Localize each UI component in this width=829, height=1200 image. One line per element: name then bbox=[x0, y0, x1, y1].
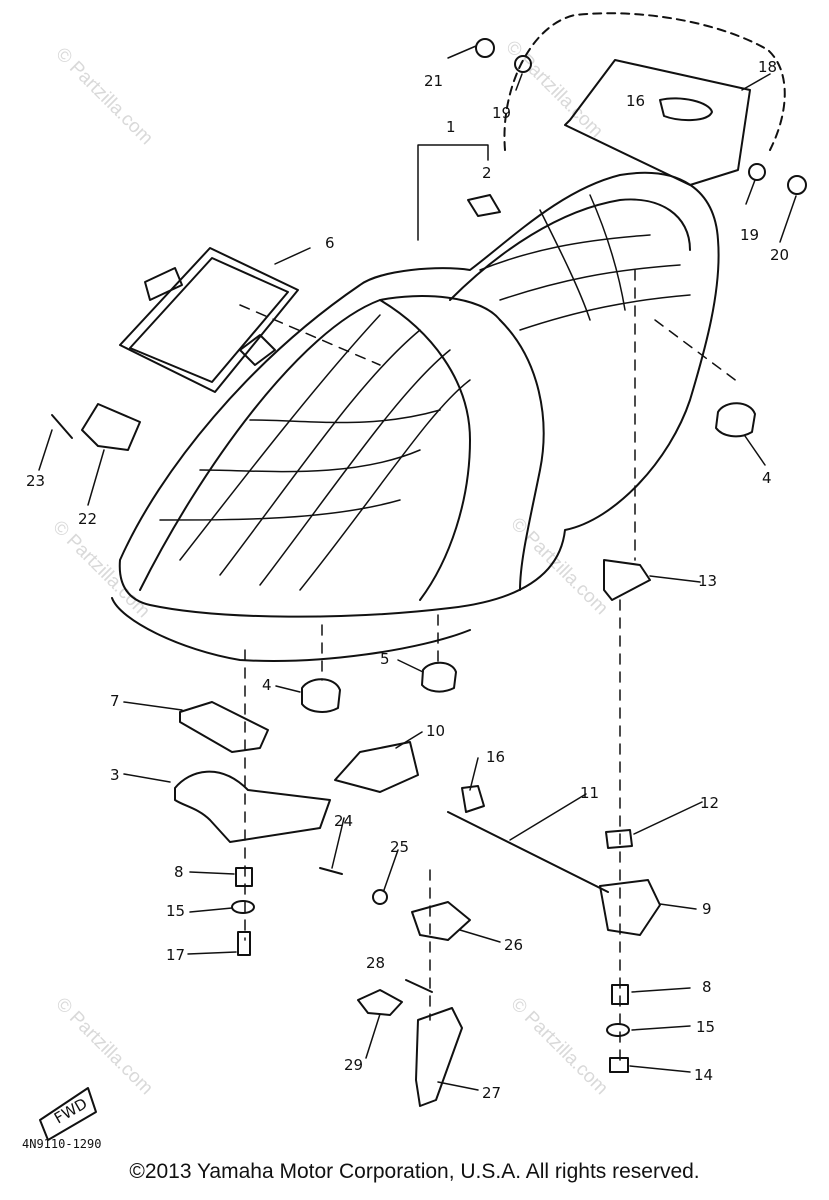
part-label: 11 bbox=[580, 784, 599, 802]
bracket-10 bbox=[334, 741, 419, 793]
tool-tray bbox=[119, 247, 299, 393]
copyright-notice: ©2013 Yamaha Motor Corporation, U.S.A. A… bbox=[129, 1160, 700, 1183]
bracket-9 bbox=[599, 879, 661, 936]
part-label: 16 bbox=[626, 92, 645, 110]
collar-8-right bbox=[611, 984, 629, 1005]
bolt-17 bbox=[237, 931, 251, 956]
hinge-22 bbox=[81, 403, 141, 451]
washer-15-left bbox=[231, 900, 255, 914]
watermark: © Partzilla.com bbox=[51, 994, 156, 1099]
part-label: 28 bbox=[366, 954, 385, 972]
drawing-code: 4N9110-1290 bbox=[22, 1137, 101, 1151]
pin-24 bbox=[319, 867, 343, 875]
plate-7 bbox=[179, 701, 269, 753]
collar-8-left bbox=[235, 867, 253, 887]
nut-14 bbox=[609, 1057, 629, 1073]
latch-16 bbox=[461, 785, 485, 813]
watermark: © Partzilla.com bbox=[48, 517, 153, 622]
lock-26 bbox=[411, 901, 471, 941]
bracket-3 bbox=[174, 770, 331, 843]
rear-bracket-slot bbox=[659, 97, 713, 122]
part-label: 12 bbox=[700, 794, 719, 812]
part-label: 16 bbox=[486, 748, 505, 766]
part-label: 18 bbox=[758, 58, 777, 76]
part-label: 1 bbox=[446, 118, 456, 136]
backrest-outline bbox=[503, 12, 786, 151]
spring-29 bbox=[357, 989, 403, 1016]
bracket-13 bbox=[603, 559, 651, 601]
part-label: 19 bbox=[492, 104, 511, 122]
part-label: 26 bbox=[504, 936, 523, 954]
part-label: 7 bbox=[110, 692, 120, 710]
nut-20 bbox=[787, 175, 807, 195]
part-label: 15 bbox=[166, 902, 185, 920]
nut-21 bbox=[475, 38, 495, 58]
part-number-labels: 1 2 3 4 4 5 6 7 8 8 9 10 11 12 13 14 15 … bbox=[26, 58, 789, 1102]
washer-19-right bbox=[748, 163, 766, 181]
front-arrow bbox=[39, 1087, 97, 1141]
damper-4-left bbox=[301, 678, 341, 713]
part-label: 8 bbox=[174, 863, 184, 881]
pin-28 bbox=[405, 979, 433, 993]
part-label: 27 bbox=[482, 1084, 501, 1102]
part-label: 29 bbox=[344, 1056, 363, 1074]
part-label: 6 bbox=[325, 234, 335, 252]
screw-23 bbox=[51, 414, 73, 439]
part-label: 9 bbox=[702, 900, 712, 918]
damper-12 bbox=[605, 829, 633, 849]
part-label: 25 bbox=[390, 838, 409, 856]
damper-4-right bbox=[715, 402, 756, 438]
part-label: 4 bbox=[762, 469, 772, 487]
watermark: © Partzilla.com bbox=[506, 994, 611, 1099]
watermarks: © Partzilla.com © Partzilla.com © Partzi… bbox=[48, 37, 611, 1099]
part-label: 20 bbox=[770, 246, 789, 264]
part-label: 14 bbox=[694, 1066, 713, 1084]
part-label: 5 bbox=[380, 650, 390, 668]
rod-11 bbox=[447, 811, 609, 893]
part-label: 3 bbox=[110, 766, 120, 784]
seat-assembly bbox=[111, 171, 720, 662]
part-label: 8 bbox=[702, 978, 712, 996]
part-label: 17 bbox=[166, 946, 185, 964]
lever-27 bbox=[415, 1007, 463, 1107]
watermark: © Partzilla.com bbox=[51, 44, 156, 149]
part-label: 13 bbox=[698, 572, 717, 590]
part-label: 24 bbox=[334, 812, 353, 830]
watermark: © Partzilla.com bbox=[501, 37, 606, 142]
part-label: 2 bbox=[482, 164, 492, 182]
part-label: 23 bbox=[26, 472, 45, 490]
damper-5 bbox=[421, 661, 457, 693]
part-label: 21 bbox=[424, 72, 443, 90]
clip-25 bbox=[372, 889, 388, 905]
part-label: 19 bbox=[740, 226, 759, 244]
part-label: 22 bbox=[78, 510, 97, 528]
part-label: 4 bbox=[262, 676, 272, 694]
washer-19-top bbox=[514, 55, 532, 73]
rear-bracket bbox=[564, 59, 751, 186]
part-label: 10 bbox=[426, 722, 445, 740]
part-label: 15 bbox=[696, 1018, 715, 1036]
washer-15-right bbox=[606, 1023, 630, 1037]
